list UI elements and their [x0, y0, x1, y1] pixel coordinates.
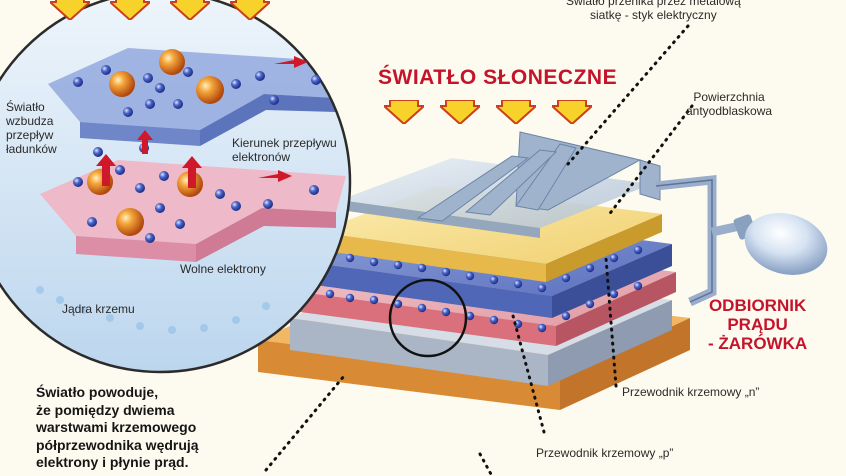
electron-flow-label: Kierunek przepływu elektronów: [232, 136, 337, 164]
focus-circle: [388, 278, 468, 358]
cell-layers: [258, 131, 741, 410]
receiver-heading: ODBIORNIK PRĄDU - ŻARÓWKA: [708, 296, 808, 353]
electron-icon: [73, 65, 321, 243]
sunlight-heading: ŚWIATŁO SŁONECZNE: [378, 66, 618, 89]
n-conductor-label: Przewodnik krzemowy „n”: [622, 385, 760, 399]
down-arrow-icon: [384, 100, 424, 124]
antireflective-label: Powierzchnia antyodblaskowa: [686, 90, 773, 118]
right-arrow-icon: [258, 56, 308, 182]
light-excites-label: Światło wzbudza przepływ ładunków: [6, 100, 57, 156]
metal-grid: [416, 131, 661, 222]
down-arrow-icon: [496, 100, 536, 124]
description-text: Światło powoduje, że pomiędzy dwiema war…: [36, 384, 199, 470]
magnifier-lens: [0, 0, 352, 374]
down-arrow-icon: [552, 100, 592, 124]
free-electrons-label: Wolne elektrony: [180, 262, 266, 276]
down-arrow-icon: [440, 100, 480, 124]
metal-grid-label: Światło przenika przez metalową siatkę -…: [566, 0, 741, 22]
up-arrow-icon: [96, 130, 202, 188]
sunlight-arrows: [384, 100, 592, 124]
leader-lines: [264, 24, 694, 476]
light-bulb-icon: [733, 213, 828, 275]
silicon-nuclei-label: Jądra krzemu: [62, 302, 135, 316]
p-conductor-label: Przewodnik krzemowy „p”: [536, 446, 674, 460]
